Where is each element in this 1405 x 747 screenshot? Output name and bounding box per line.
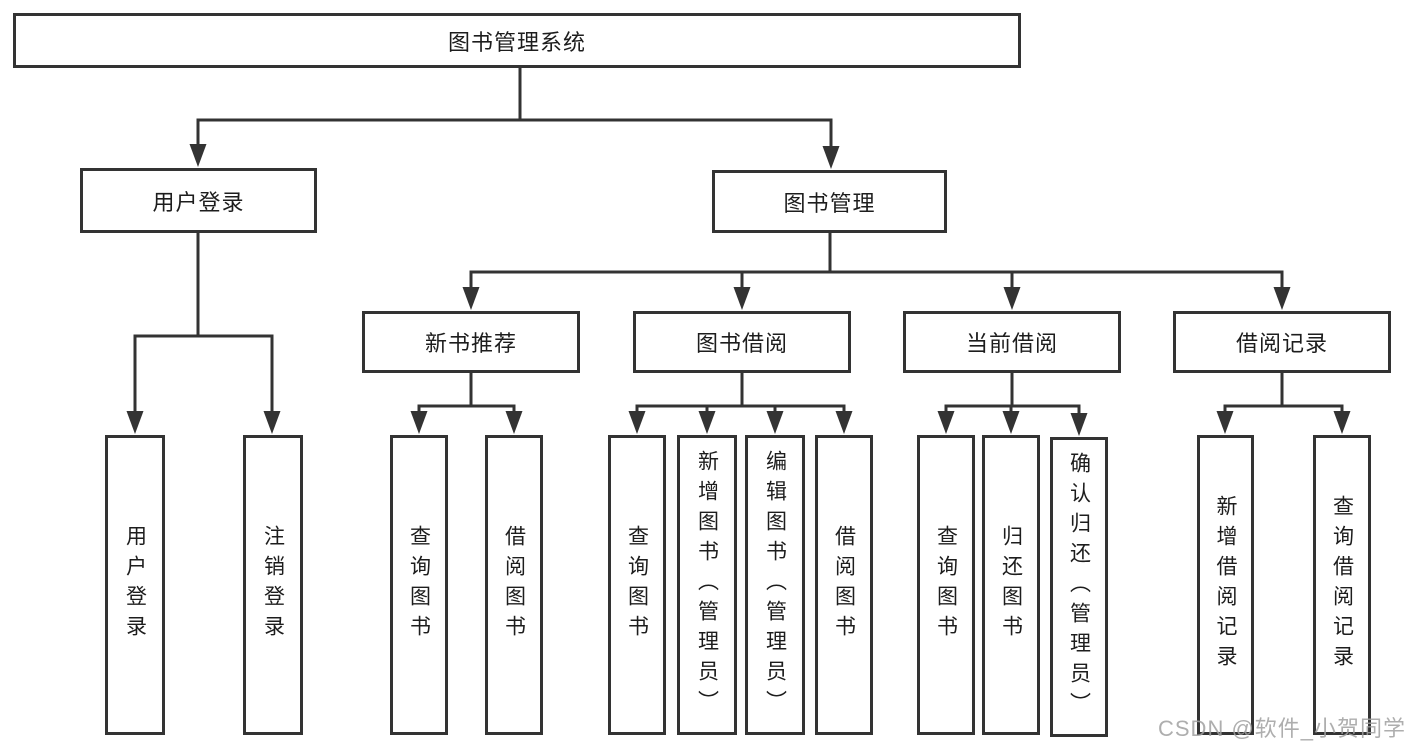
leaf-user-login: 用户登录 <box>105 435 165 735</box>
arrow-head <box>1003 287 1021 310</box>
arrow-head <box>263 411 281 434</box>
arrow-head <box>698 411 716 434</box>
node-new-book-recommend: 新书推荐 <box>362 311 580 373</box>
leaf-cb-return-books: 归还图书 <box>982 435 1040 735</box>
node-user-login: 用户登录 <box>80 168 317 233</box>
arrow-head <box>1070 413 1088 436</box>
arrow-head <box>1333 411 1351 434</box>
node-library-management-system: 图书管理系统 <box>13 13 1021 68</box>
arrow-head <box>126 411 144 434</box>
leaf-bb-add-books-admin: 新增图书（管理员） <box>677 435 737 735</box>
arrow-head <box>766 411 784 434</box>
leaf-bb-query-books: 查询图书 <box>608 435 666 735</box>
leaf-logout: 注销登录 <box>243 435 303 735</box>
leaf-nbr-borrow-books: 借阅图书 <box>485 435 543 735</box>
node-book-management: 图书管理 <box>712 170 947 233</box>
arrow-head <box>1273 287 1291 310</box>
leaf-cb-confirm-return-admin: 确认归还（管理员） <box>1050 437 1108 737</box>
leaf-bb-borrow-books: 借阅图书 <box>815 435 873 735</box>
arrow-head <box>628 411 646 434</box>
arrow-head <box>462 287 480 310</box>
leaf-nbr-query-books: 查询图书 <box>390 435 448 735</box>
node-current-borrow: 当前借阅 <box>903 311 1121 373</box>
arrow-head <box>937 411 955 434</box>
arrow-head <box>835 411 853 434</box>
csdn-watermark: CSDN @软件_小贺同学 <box>1158 716 1405 741</box>
arrow-head <box>189 144 207 167</box>
arrow-head <box>410 411 428 434</box>
node-borrow-records: 借阅记录 <box>1173 311 1391 373</box>
leaf-br-add-borrow-record: 新增借阅记录 <box>1197 435 1254 735</box>
arrow-head <box>733 287 751 310</box>
arrow-head <box>822 146 840 169</box>
arrow-head <box>505 411 523 434</box>
node-book-borrow: 图书借阅 <box>633 311 851 373</box>
arrow-head <box>1002 411 1020 434</box>
arrow-head <box>1216 411 1234 434</box>
leaf-br-query-borrow-record: 查询借阅记录 <box>1313 435 1371 735</box>
leaf-cb-query-books: 查询图书 <box>917 435 975 735</box>
leaf-bb-edit-books-admin: 编辑图书（管理员） <box>745 435 805 735</box>
